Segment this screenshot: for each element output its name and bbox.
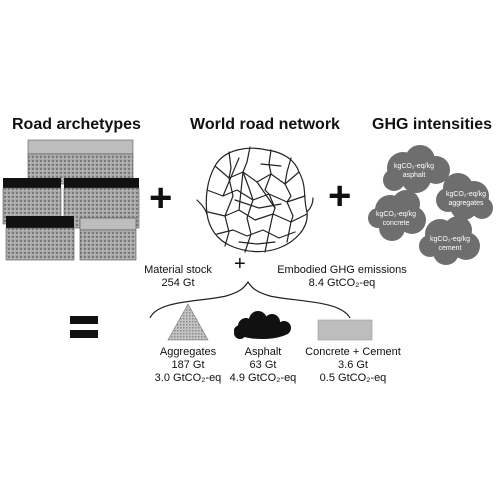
ghg-intensities-heading: GHG intensities: [372, 116, 493, 133]
cloud-asphalt-label: asphalt: [403, 172, 426, 179]
plus-operator-2: +: [328, 174, 352, 218]
concrete-block-icon: [317, 319, 373, 341]
concrete-cement-ghg: 0.5 GtCO₂-eq: [319, 372, 387, 384]
plus-operator-1: +: [149, 176, 173, 220]
asphalt-name: Asphalt: [244, 346, 282, 358]
asphalt-mass: 63 Gt: [249, 359, 277, 371]
road-archetypes-heading: Road archetypes: [12, 116, 141, 133]
cloud-aggregates: [436, 173, 493, 220]
cloud-cement: [419, 216, 480, 265]
asphalt-cloud-icon: [234, 311, 291, 339]
concrete-cement-mass: 3.6 Gt: [338, 359, 368, 371]
cloud-asphalt: [383, 145, 450, 193]
ghg-intensity-clouds: kgCO₂-eq/kg asphalt kgCO₂-eq/kg aggregat…: [368, 145, 493, 265]
equals-bar-bottom: [70, 330, 98, 338]
world-road-network-map: [196, 146, 314, 253]
cloud-concrete-unit: kgCO₂-eq/kg: [376, 211, 416, 218]
aggregates-name: Aggregates: [159, 346, 217, 358]
aggregates-pile-icon: [167, 303, 209, 341]
aggregates-mass: 187 Gt: [171, 359, 205, 371]
cloud-aggregates-label: aggregates: [448, 200, 484, 207]
archetype-asphalt-bottom: [5, 216, 75, 261]
cloud-aggregates-unit: kgCO₂-eq/kg: [446, 191, 486, 198]
aggregates-ghg: 3.0 GtCO₂-eq: [154, 372, 222, 384]
material-stock-label: Material stock: [144, 264, 212, 276]
asphalt-ghg: 4.9 GtCO₂-eq: [229, 372, 297, 384]
cloud-concrete-label: concrete: [383, 220, 410, 227]
concrete-cement-name: Concrete + Cement: [305, 346, 401, 358]
cloud-concrete: [368, 190, 426, 241]
cloud-asphalt-unit: kgCO₂-eq/kg: [394, 163, 434, 170]
equals-bar-top: [70, 316, 98, 324]
cloud-cement-label: cement: [439, 245, 462, 252]
world-road-network-heading: World road network: [190, 116, 340, 133]
plus-operator-3: +: [234, 253, 246, 275]
embodied-ghg-value: 8.4 GtCO₂-eq: [308, 277, 376, 289]
material-stock-value: 254 Gt: [161, 277, 195, 289]
cloud-cement-unit: kgCO₂-eq/kg: [430, 236, 470, 243]
embodied-ghg-label: Embodied GHG emissions: [277, 264, 407, 276]
archetype-concrete-bottom: [79, 217, 137, 261]
